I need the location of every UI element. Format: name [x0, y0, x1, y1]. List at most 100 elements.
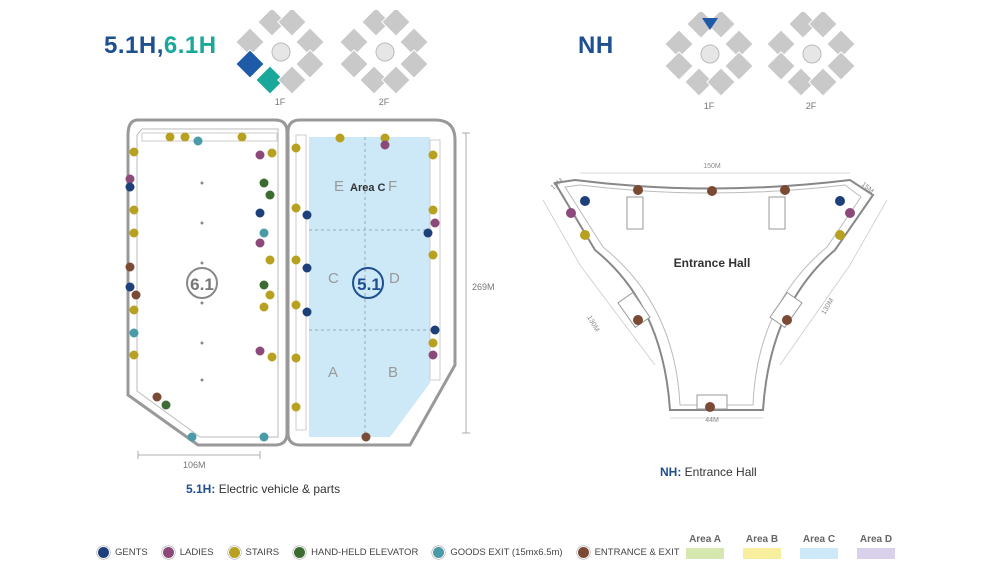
stairs-icon [259, 302, 269, 312]
entrance-exit-icon [152, 392, 162, 402]
caption-5-1h: 5.1H: Electric vehicle & parts [186, 482, 340, 496]
entrance-exit-icon [361, 432, 371, 442]
area-key-a-label: Area A [689, 534, 721, 545]
hall-title-part2: 6.1H [163, 32, 217, 59]
gents-icon [423, 228, 433, 238]
floor-plan-5-1-6-1: 6.1 5.1 E Area C F C D A B [125, 118, 470, 459]
mini-map-right-1f-label: 1F [703, 101, 715, 111]
mini-map-right-2f-label: 2F [805, 101, 817, 111]
ladies-icon [125, 174, 135, 184]
hall-title-nh: NH [578, 32, 614, 59]
stairs-icon [291, 203, 301, 213]
hall-title-part1: 5.1H, [104, 32, 164, 59]
caption-nh: NH: Entrance Hall [660, 465, 757, 479]
area-key-a: Area A [686, 534, 724, 559]
ladies-icon [566, 208, 576, 218]
mini-map-right-2f [767, 12, 856, 97]
gents-icon [430, 325, 440, 335]
legend-item-ladies: LADIES [161, 546, 214, 559]
goods-exit-icon [259, 432, 269, 442]
legend-label-stairs: STAIRS [245, 547, 280, 558]
area-key-b: Area B [743, 534, 781, 559]
area-key-a-swatch [686, 548, 724, 559]
mini-map-left-1f-label: 1F [274, 97, 286, 107]
nh-hall-label: Entrance Hall [674, 256, 751, 270]
floor-plan-nh: Entrance Hall 150M 15M 15M 130M 130M 44M [542, 163, 888, 424]
elevator-icon [293, 546, 307, 559]
zone-e-label: E [334, 178, 344, 195]
stairs-icon [291, 143, 301, 153]
hall-5-1-label: 5.1 [357, 275, 381, 294]
entrance-exit-icon [782, 315, 792, 325]
nh-dim-right-side: 130M [821, 297, 836, 316]
amenity-icons-6-1 [125, 132, 277, 442]
stairs-icon [129, 350, 139, 360]
legend-item-gents: GENTS [97, 546, 148, 559]
stairs-icon [835, 230, 845, 240]
area-legend: Area A Area B Area C Area D [686, 534, 895, 559]
stairs-icon [380, 133, 390, 143]
gents-icon [302, 263, 312, 273]
entrance-exit-icon [131, 290, 141, 300]
caption-nh-text: Entrance Hall [684, 465, 757, 479]
stairs-icon [227, 546, 241, 559]
nh-dim-left-side: 130M [585, 315, 600, 334]
area-key-b-label: Area B [745, 534, 779, 545]
gents-icon [835, 196, 845, 206]
stairs-icon [428, 250, 438, 260]
gents-icon [125, 282, 135, 292]
ladies-icon [430, 218, 440, 228]
legend: GENTS LADIES STAIRS HAND-HELD ELEVATOR G… [97, 546, 680, 559]
ladies-icon [255, 238, 265, 248]
ladies-icon [380, 140, 390, 150]
zone-f-label: F [388, 178, 397, 195]
stairs-icon [129, 228, 139, 238]
area-key-c-swatch [800, 548, 838, 559]
stairs-icon [428, 150, 438, 160]
stairs-icon [265, 255, 275, 265]
stairs-icon [265, 290, 275, 300]
hall-5-1-area-c [309, 137, 430, 437]
mini-map-left-1f [236, 10, 325, 95]
gents-icon [302, 307, 312, 317]
dim-width-label: 106M [183, 460, 206, 470]
gents-icon [125, 182, 135, 192]
stairs-icon [428, 205, 438, 215]
area-key-c-label: Area C [802, 534, 836, 545]
zone-c-label: C [328, 270, 339, 287]
nh-dim-top: 150M [703, 163, 721, 170]
stairs-icon [580, 230, 590, 240]
ladies-icon [845, 208, 855, 218]
dim-height-label: 269M [472, 282, 495, 292]
area-key-d-swatch [857, 548, 895, 559]
legend-label-entrance-exit: ENTRANCE & EXIT [594, 547, 680, 558]
nh-outline [553, 178, 875, 411]
elevator-icon [161, 400, 171, 410]
area-key-c: Area C [800, 534, 838, 559]
stairs-icon [129, 305, 139, 315]
elevator-icon [265, 190, 275, 200]
legend-item-entrance-exit: ENTRANCE & EXIT [576, 546, 680, 559]
zone-a-label: A [328, 364, 338, 381]
gents-icon [580, 196, 590, 206]
nh-dim-bottom: 44M [705, 417, 719, 424]
area-c-label: Area C [350, 182, 386, 194]
caption-5-1h-text: Electric vehicle & parts [218, 482, 341, 496]
stairs-icon [129, 205, 139, 215]
elevator-icon [259, 280, 269, 290]
gents-icon [255, 208, 265, 218]
mini-map-left-2f [340, 10, 429, 95]
goods-exit-icon [432, 546, 446, 559]
caption-nh-bold: NH: [660, 465, 682, 479]
legend-item-stairs: STAIRS [227, 546, 280, 559]
entrance-exit-icon [780, 185, 790, 195]
legend-item-goods-exit: GOODS EXIT (15mx6.5m) [432, 546, 563, 559]
entrance-exit-icon [705, 402, 715, 412]
area-key-d: Area D [857, 534, 895, 559]
goods-exit-icon [259, 228, 269, 238]
entrance-exit-icon [707, 186, 717, 196]
area-key-d-label: Area D [859, 534, 893, 545]
amenity-icons-5-1 [291, 133, 440, 442]
gents-icon [97, 546, 110, 559]
stairs-icon [267, 352, 277, 362]
